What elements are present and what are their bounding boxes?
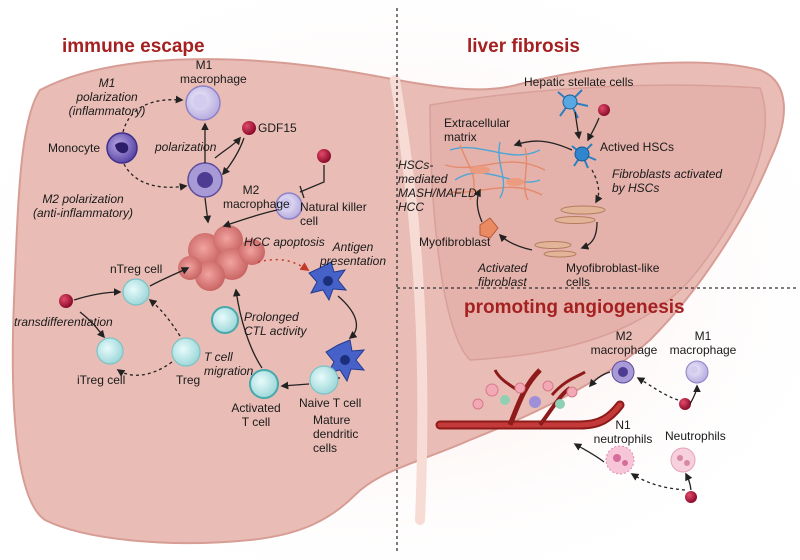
myofibroblast-like-cell-icon xyxy=(534,241,577,258)
antigen-stream xyxy=(257,258,310,271)
gdf15-dot-icon xyxy=(59,294,73,308)
neutrophil-icon xyxy=(670,447,696,473)
m2-macrophage-icon xyxy=(187,162,223,198)
extracellular-matrix-icon xyxy=(444,141,546,201)
label-myofibroblast: Myofibroblast xyxy=(419,235,491,249)
ntreg-cell-icon xyxy=(122,278,150,306)
activated-fibroblast-icon xyxy=(554,205,606,224)
gdf15-dot-icon xyxy=(242,121,256,135)
gdf15-dot-icon xyxy=(598,104,610,116)
activated-t-cell-icon xyxy=(249,369,279,399)
label-monocyte: Monocyte xyxy=(48,141,101,155)
myofibroblast-icon xyxy=(479,217,499,239)
mature-dendritic-cell-icon xyxy=(325,339,366,383)
heading-liver-fibrosis: liver fibrosis xyxy=(467,36,580,57)
label-naive-t-cell: Naive T cell xyxy=(299,396,362,410)
label-neutrophils: Neutrophils xyxy=(665,429,726,443)
treg-cell-icon xyxy=(171,337,201,367)
label-itreg-cell: iTreg cell xyxy=(77,373,126,387)
label-gdf15: GDF15 xyxy=(258,121,297,135)
heading-immune-escape: immune escape xyxy=(62,36,205,57)
ctl-cell-icon xyxy=(211,306,239,334)
angio-arrows xyxy=(573,371,701,491)
angio-m2-macrophage-icon xyxy=(611,360,635,384)
itreg-cell-icon xyxy=(96,337,124,365)
label-m2-polarization: M2 polarization(anti-inflammatory) xyxy=(32,192,134,220)
fibrosis-arrows xyxy=(473,111,603,251)
gdf15-dot-icon xyxy=(317,149,331,163)
label-polarization: polarization xyxy=(155,140,217,154)
heading-promoting-angiogenesis: promoting angiogenesis xyxy=(464,297,685,318)
hcc-tumor-cluster-icon xyxy=(178,225,265,291)
antigen-presenting-dendritic-cell-icon xyxy=(308,261,348,302)
label-ntreg-cell: nTreg cell xyxy=(110,262,163,276)
gdf15-dot-icon xyxy=(679,398,691,410)
nk-cell-icon xyxy=(275,192,303,220)
angiogenic-cell-cluster-icon xyxy=(472,380,578,410)
label-hcc-apoptosis: HCC apoptosis xyxy=(244,235,325,249)
angio-m1-macrophage-icon xyxy=(685,360,709,384)
label-treg: Treg xyxy=(176,373,201,387)
monocyte-icon xyxy=(106,132,138,164)
label-transdifferentiation: transdifferentiation xyxy=(14,315,113,329)
naive-t-cell-icon xyxy=(309,365,339,395)
immune-arrows xyxy=(73,95,358,390)
activated-hsc-icon xyxy=(571,143,597,169)
gdf15-dot-icon xyxy=(685,491,697,503)
label-hepatic-stellate-cells: Hepatic stellate cells xyxy=(524,75,634,89)
hepatic-stellate-cell-icon xyxy=(557,89,589,119)
label-actived-hscs: Actived HSCs xyxy=(600,140,675,154)
m1-macrophage-icon xyxy=(185,85,221,121)
n1-neutrophil-icon xyxy=(605,445,635,475)
liver-ligament xyxy=(390,75,428,525)
